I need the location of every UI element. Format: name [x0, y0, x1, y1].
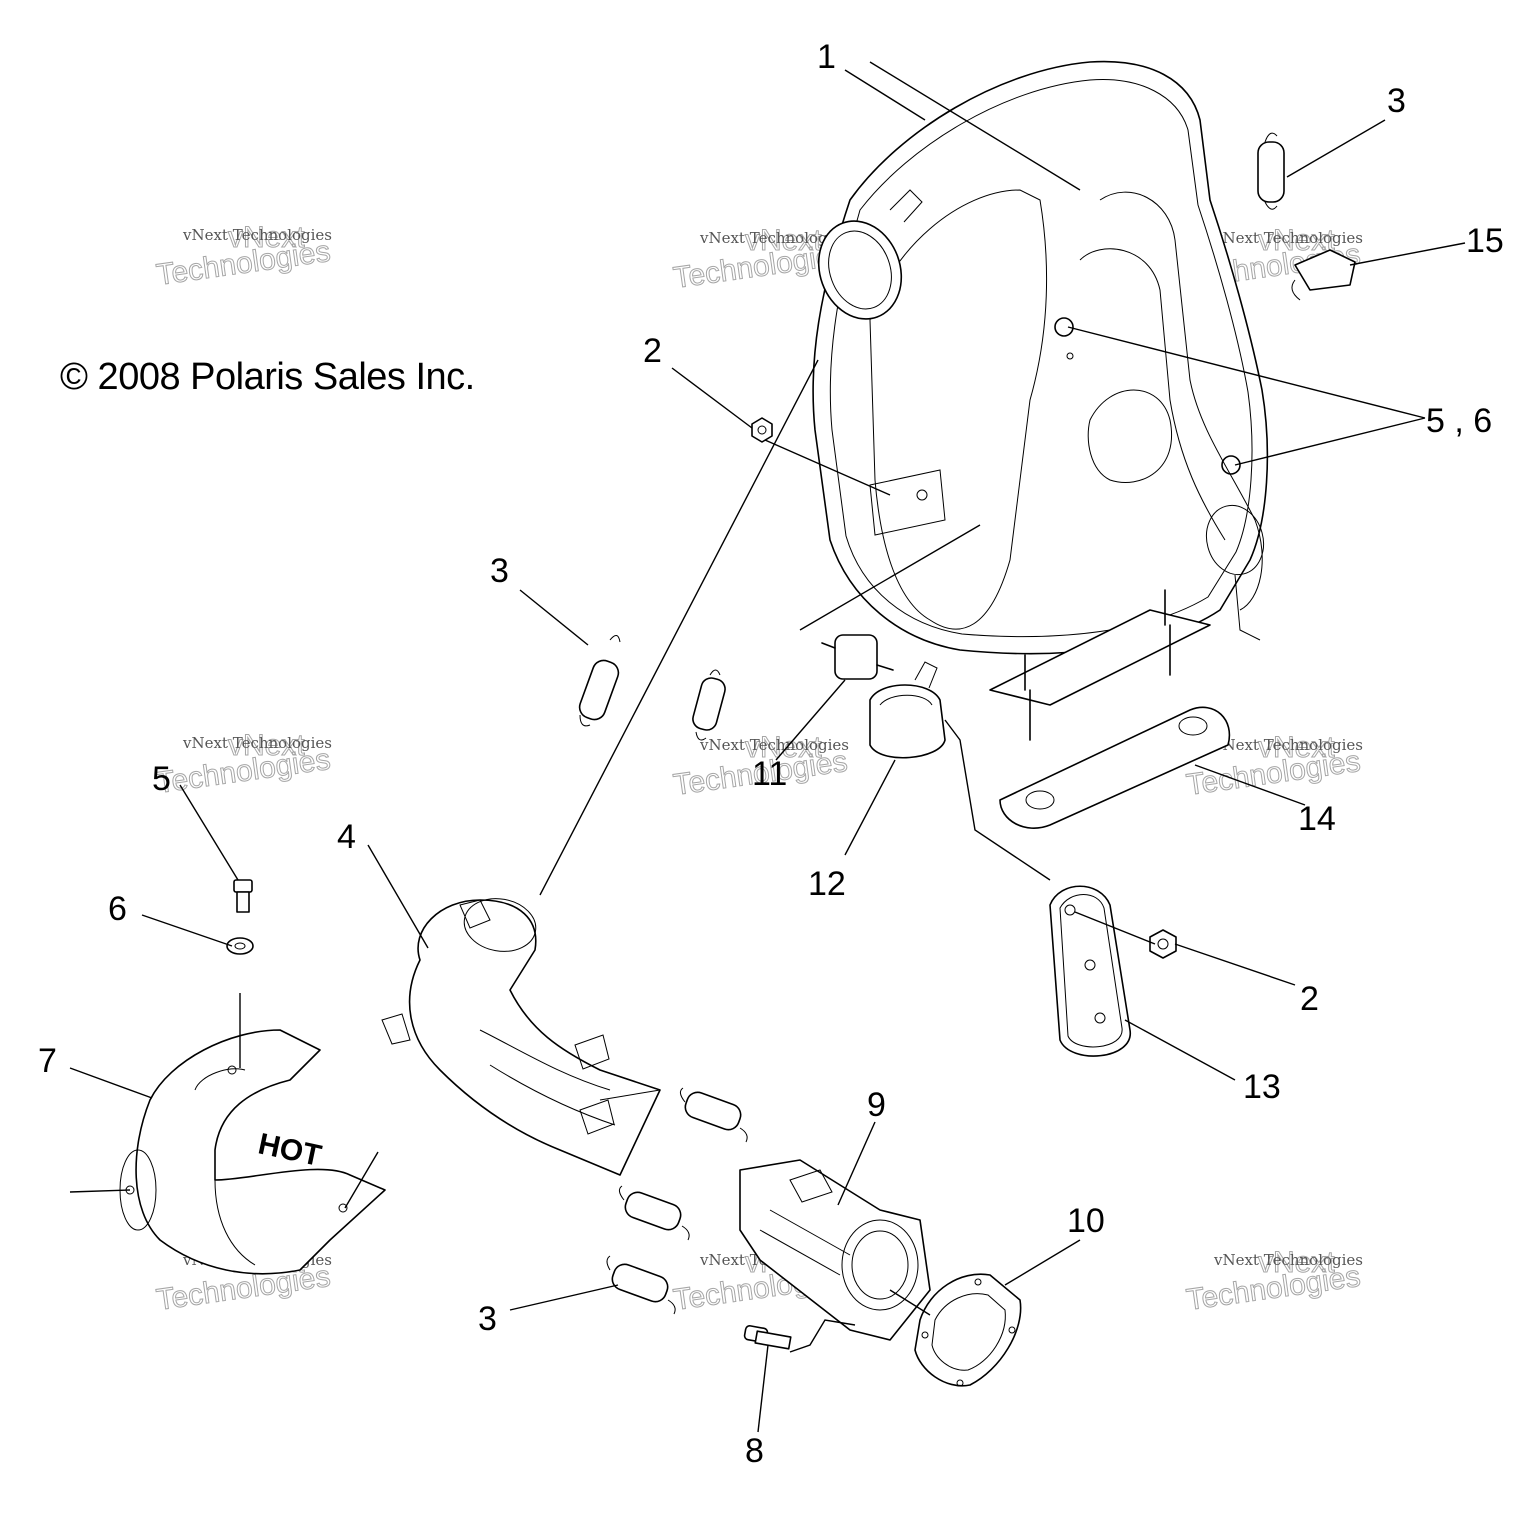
- callout-12: 12: [808, 865, 846, 903]
- callout-8: 8: [745, 1432, 764, 1470]
- callout-11: 11: [752, 755, 787, 793]
- spring-part-top-right: [1257, 132, 1285, 210]
- callout-6: 6: [108, 890, 127, 928]
- svg-text:vNext Technologies: vNext Technologies: [699, 229, 849, 247]
- strap-part: [869, 661, 946, 759]
- flange-body-part: [739, 1159, 931, 1341]
- svg-text:vNext Technologies: vNext Technologies: [1213, 229, 1363, 247]
- svg-text:vNext: vNext: [228, 221, 305, 254]
- muffler-part: [812, 60, 1269, 741]
- svg-text:vNext: vNext: [745, 224, 822, 257]
- callout-13: 13: [1243, 1068, 1281, 1106]
- copyright-notice: © 2008 Polaris Sales Inc.: [60, 356, 475, 398]
- watermark-1: vNext vNext Technologies Technologies: [154, 221, 333, 293]
- nut-part-top: [751, 417, 773, 443]
- svg-text:vNext Technologies: vNext Technologies: [182, 226, 332, 244]
- svg-text:vNext: vNext: [745, 731, 822, 764]
- callouts: 1 3 15 2 5 , 6 3 11 5 14 4 12 6 2 7 13 9…: [38, 38, 1504, 1470]
- spring-part-mid: [692, 669, 726, 741]
- callout-15: 15: [1466, 222, 1504, 260]
- callout-4: 4: [337, 818, 356, 856]
- clip-part: [1291, 249, 1356, 301]
- watermark-4: vNext vNext Technologies Technologies: [154, 729, 333, 801]
- callout-10: 10: [1067, 1202, 1105, 1240]
- svg-text:vNext: vNext: [1258, 1246, 1335, 1279]
- callout-1: 1: [817, 38, 836, 76]
- callout-3-top: 3: [1387, 82, 1406, 120]
- callout-5-6: 5 , 6: [1426, 402, 1492, 440]
- callout-5: 5: [152, 760, 171, 798]
- bolt-part: [233, 879, 253, 913]
- washer-part: [226, 937, 254, 955]
- callout-2-top: 2: [643, 332, 662, 370]
- spring-part-center-1: [679, 1087, 748, 1143]
- svg-text:vNext Technologies: vNext Technologies: [1213, 1251, 1363, 1269]
- svg-text:vNext: vNext: [1258, 731, 1335, 764]
- plate-part: [999, 706, 1231, 829]
- callout-3-bottom: 3: [478, 1300, 497, 1338]
- callout-9: 9: [867, 1086, 886, 1124]
- svg-text:vNext Technologies: vNext Technologies: [699, 736, 849, 754]
- header-pipe-part: [381, 898, 661, 1176]
- callout-14: 14: [1298, 800, 1336, 838]
- hot-stamp: HOT: [255, 1127, 324, 1172]
- bracket-part: [1049, 885, 1131, 1057]
- spring-part-center-2: [618, 1185, 690, 1241]
- watermark-9: vNext vNext Technologies Technologies: [1184, 1246, 1363, 1318]
- gasket-part: [914, 1273, 1022, 1387]
- svg-text:vNext: vNext: [1258, 224, 1335, 257]
- leader-lines: [69, 61, 1466, 1433]
- svg-text:vNext Technologies: vNext Technologies: [182, 734, 332, 752]
- nut-part-right: [1149, 929, 1177, 959]
- grommet-part: [821, 634, 894, 680]
- svg-text:vNext Technologies: vNext Technologies: [1213, 736, 1363, 754]
- callout-7: 7: [38, 1042, 57, 1080]
- svg-text:vNext: vNext: [228, 729, 305, 762]
- callout-3-left: 3: [490, 552, 509, 590]
- callout-2-right: 2: [1300, 980, 1319, 1018]
- heat-shield-part: HOT: [119, 1029, 386, 1275]
- spring-part-bottom: [606, 1255, 676, 1315]
- spring-part-left: [578, 635, 621, 727]
- bolt-part-bottom: [743, 1325, 792, 1350]
